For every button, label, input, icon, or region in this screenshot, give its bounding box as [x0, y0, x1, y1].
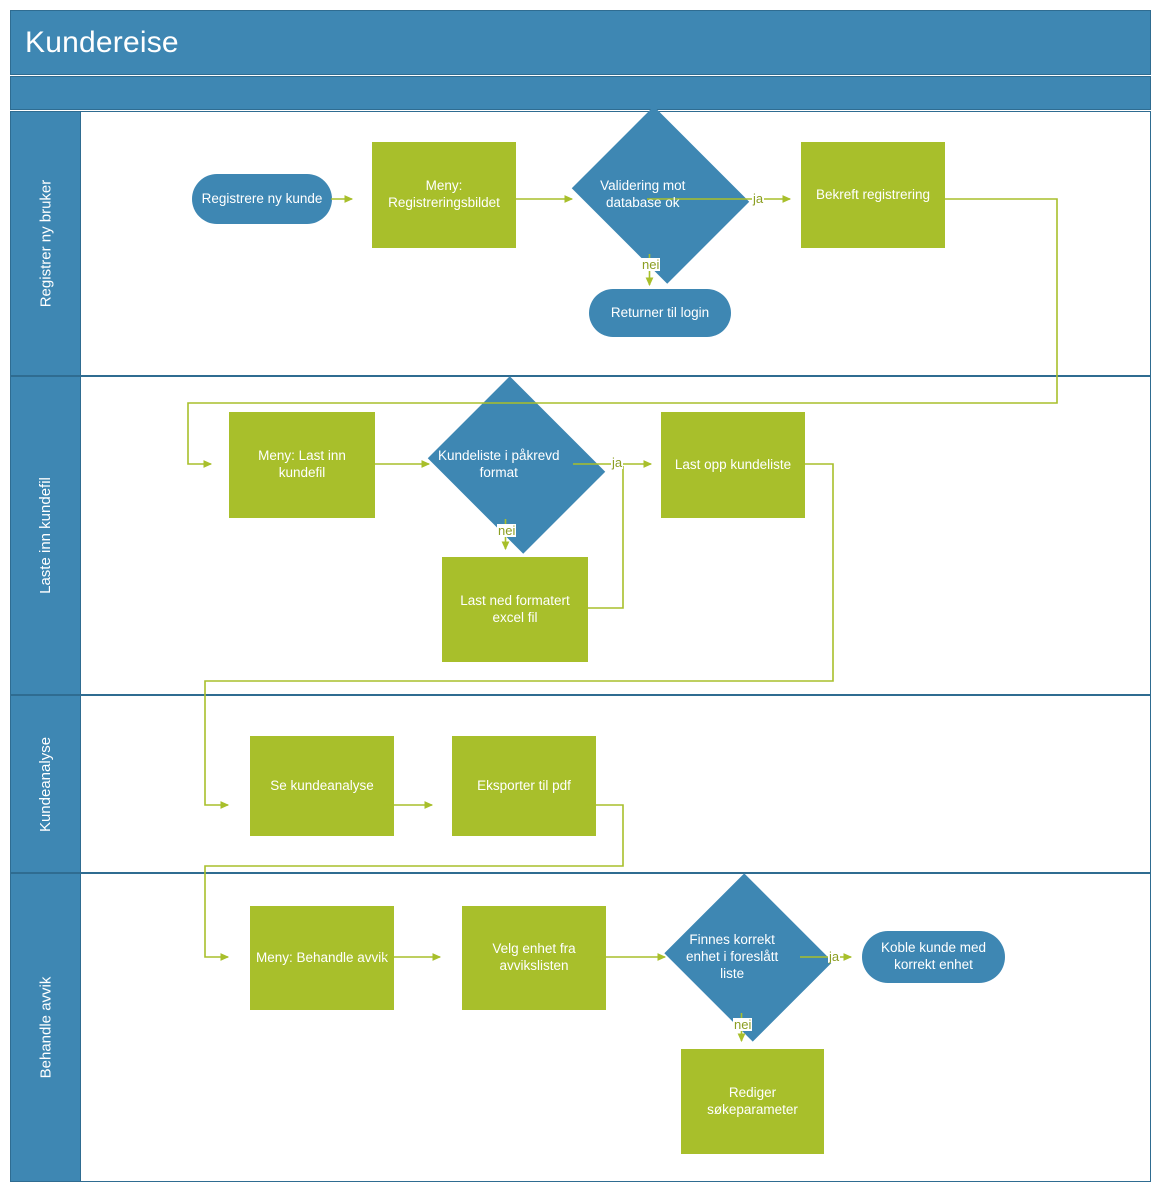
lane-body-2: Meny: Last inn kundefil Kundeliste i påk…	[81, 376, 1150, 694]
edge-label-nei-2: nei	[497, 523, 517, 538]
lane-laste-inn-kundefil: Laste inn kundefil Meny: Last inn kundef…	[10, 376, 1151, 695]
node-registrere-ny-kunde[interactable]: Registrere ny kunde	[192, 174, 332, 224]
node-eksporter-til-pdf[interactable]: Eksporter til pdf	[452, 736, 596, 836]
edge-label-ja-2: ja	[611, 455, 624, 470]
node-meny-behandle-avvik[interactable]: Meny: Behandle avvik	[250, 906, 394, 1010]
lane-label-behandle-avvik: Behandle avvik	[11, 874, 81, 1181]
lane-registrer-ny-bruker: Registrer ny bruker Registrere ny kunde …	[10, 106, 1151, 376]
node-meny-last-inn-kundefil[interactable]: Meny: Last inn kundefil	[229, 412, 375, 518]
pool-title: Kundereise	[10, 10, 1151, 75]
node-rediger-sokeparameter[interactable]: Rediger søkeparameter	[681, 1049, 824, 1154]
lane-body-3: Se kundeanalyse Eksporter til pdf	[81, 696, 1150, 872]
pool-phase-band	[10, 76, 1151, 110]
node-returner-til-login[interactable]: Returner til login	[589, 289, 731, 337]
edge-label-ja-1: ja	[752, 191, 765, 206]
node-kundeliste-i-paakrevd-format[interactable]: Kundeliste i påkrevd format	[427, 376, 606, 554]
node-se-kundeanalyse[interactable]: Se kundeanalyse	[250, 736, 394, 836]
lane-kundeanalyse: Kundeanalyse Se kundeanalyse Eksporter t…	[10, 695, 1151, 873]
edge-label-ja-3: ja	[828, 949, 841, 964]
lane-label-laste-inn-kundefil: Laste inn kundefil	[11, 377, 81, 694]
node-bekreft-registrering[interactable]: Bekreft registrering	[801, 142, 945, 248]
node-meny-registreringsbildet[interactable]: Meny: Registreringsbildet	[372, 142, 516, 248]
page-title: Kundereise	[25, 25, 179, 59]
node-finnes-korrekt-enhet-i-foreslaatt-liste[interactable]: Finnes korrekt enhet i foreslått liste	[664, 873, 833, 1042]
lane-label-registrer-ny-bruker: Registrer ny bruker	[11, 112, 81, 375]
edge-label-nei-3: nei	[733, 1017, 753, 1032]
lane-body-4: Meny: Behandle avvik Velg enhet fra avvi…	[81, 873, 1150, 1181]
node-last-ned-formatert-excel-fil[interactable]: Last ned formatert excel fil	[442, 557, 588, 662]
lane-behandle-avvik: Behandle avvik Meny: Behandle avvik Velg…	[10, 873, 1151, 1182]
lane-body-1: Registrere ny kunde Meny: Registreringsb…	[81, 106, 1150, 375]
node-koble-kunde-med-korrekt-enhet[interactable]: Koble kunde med korrekt enhet	[862, 931, 1005, 983]
node-velg-enhet-fra-avvikslisten[interactable]: Velg enhet fra avvikslisten	[462, 906, 606, 1010]
edge-label-nei-1: nei	[641, 257, 661, 272]
node-validering-mot-database-ok[interactable]: Validering mot database ok	[571, 106, 750, 284]
lane-label-kundeanalyse: Kundeanalyse	[11, 696, 81, 872]
node-last-opp-kundeliste[interactable]: Last opp kundeliste	[661, 412, 805, 518]
